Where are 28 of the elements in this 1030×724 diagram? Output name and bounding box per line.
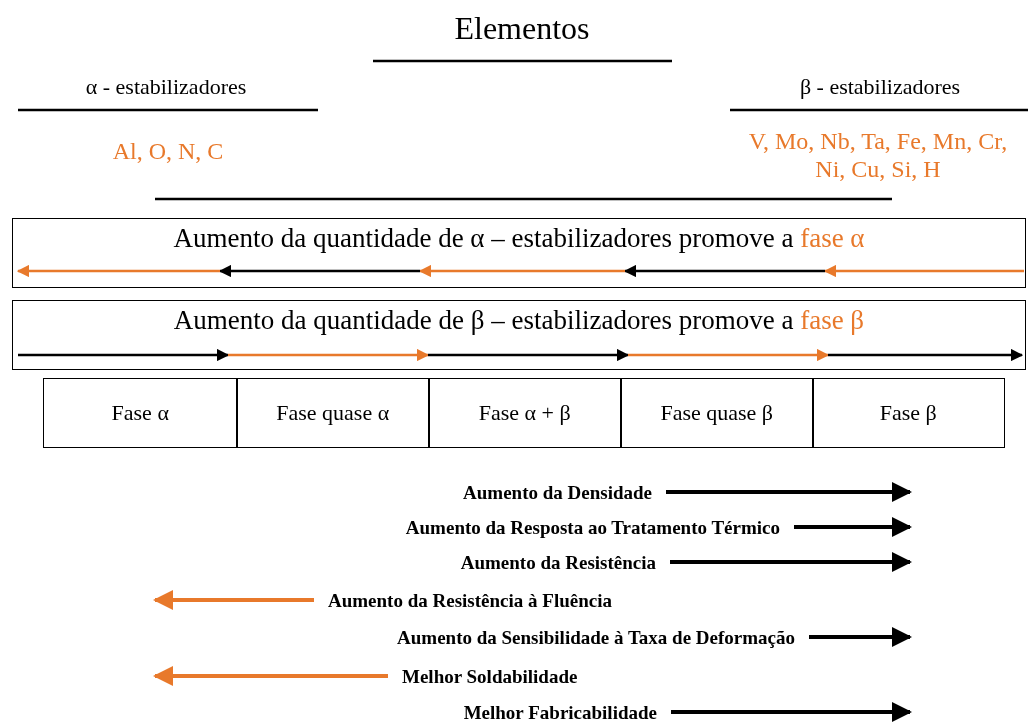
trend-arrow xyxy=(671,702,912,722)
group-heading: β - estabilizadores xyxy=(798,74,962,100)
property-text: Aumento da Resistência à Fluência xyxy=(328,590,612,612)
trend-arrow xyxy=(666,482,912,502)
phase-cell: Fase α xyxy=(43,378,238,448)
property-text: Aumento da Sensibilidade à Taxa de Deformação xyxy=(397,627,795,649)
property-text: Melhor Fabricabilidade xyxy=(463,702,657,724)
property-text: Aumento da Resistência xyxy=(460,552,656,574)
phase-cell: Fase α + β xyxy=(428,378,622,448)
phase-cell: Fase quase α xyxy=(236,378,430,448)
trend-arrow xyxy=(153,666,388,686)
phase-cell: Fase quase β xyxy=(620,378,814,448)
property-text: Aumento da Densidade xyxy=(463,482,652,504)
trend-arrow xyxy=(670,552,912,572)
statement-text: Aumento da quantidade de α – estabilizadores promove a fase α xyxy=(172,223,866,254)
trend-arrow xyxy=(809,627,912,647)
property-text: Aumento da Resposta ao Tratamento Térmico xyxy=(405,517,780,539)
element-list: V, Mo, Nb, Ta, Fe, Mn, Cr, Ni, Cu, Si, H xyxy=(733,128,1023,184)
trend-arrow xyxy=(794,517,912,537)
statement-box xyxy=(12,218,1026,288)
title-heading: Elementos xyxy=(453,10,591,47)
phase-cell: Fase β xyxy=(812,378,1005,448)
statement-box xyxy=(12,300,1026,370)
trend-arrow xyxy=(153,590,314,610)
property-text: Melhor Soldabilidade xyxy=(402,666,578,688)
statement-text: Aumento da quantidade de β – estabilizadores promove a fase β xyxy=(172,305,866,336)
group-heading: α - estabilizadores xyxy=(84,74,248,100)
element-list: Al, O, N, C xyxy=(38,138,298,166)
